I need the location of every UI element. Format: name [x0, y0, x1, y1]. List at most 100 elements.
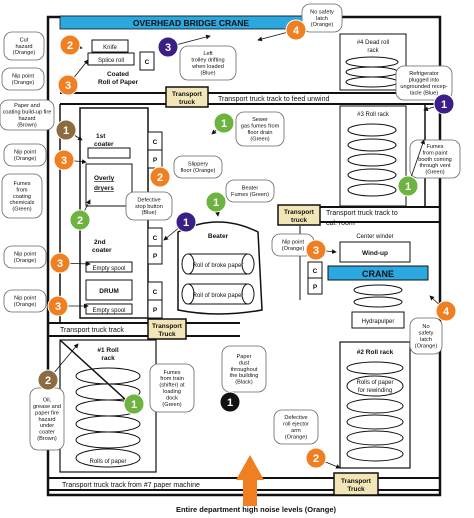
hazard-sewer-text: gas fumes from	[241, 124, 280, 130]
hazard-fumesPaint-text: from paint	[423, 150, 448, 156]
coated-roll-label-2: Roll of Paper	[98, 79, 139, 86]
winder-rolls	[353, 284, 403, 308]
hazard-beaterFumes-text: Beater	[242, 186, 259, 192]
empty-spool-a-box	[85, 261, 133, 273]
hazard-nip1-marker	[57, 74, 79, 96]
dead-roll-rack-label-1: #4 Dead roll	[357, 40, 389, 46]
c-box-top	[139, 51, 155, 71]
hazard-nip1-text: Nip point	[12, 74, 35, 80]
splice-roll-label: Splice roll	[98, 58, 124, 64]
hazard-stopButton-marker	[175, 211, 197, 233]
noise-arrow	[236, 455, 264, 506]
hazard-fireBuildup-text: coating build-up fire	[3, 110, 52, 116]
hazard-nip5-callout	[3, 289, 47, 313]
hazard-safetyRight-text: No	[422, 324, 429, 330]
hazard-fumesCoating-callout	[1, 173, 43, 219]
footer-label: Entire department high noise levels (Ora…	[176, 505, 337, 514]
hazard-beaterFumes-marker	[205, 191, 227, 213]
svg-text:P: P	[153, 157, 158, 164]
rolls-rewind-label-1: Rolls of paper	[356, 380, 393, 386]
rolls-rewind-label-2: for rewinding	[358, 388, 392, 394]
knife-box	[91, 39, 129, 53]
hazard-ejector-marker	[305, 447, 327, 469]
hazard-fumesCoating-text: from	[16, 187, 28, 193]
dead-roll-rack-label-2: rack	[367, 48, 379, 54]
hazard-cut-text: Cut	[20, 37, 29, 43]
hazard-safetyTop-marker	[285, 19, 307, 41]
hazard-nip1-number: 3	[65, 80, 71, 92]
hazard-safetyTop-text: No safety	[310, 9, 334, 15]
knife-label: Knife	[103, 45, 117, 51]
hazard-fumesPaint-text: Fumes	[426, 144, 443, 150]
beater-area	[177, 221, 263, 315]
hazard-paperDust-text: dust	[239, 360, 250, 366]
hazard-safetyRight-text: latch	[420, 337, 432, 343]
hazard-nip2-marker	[53, 149, 75, 171]
hazard-sewer-text: Sewer	[252, 117, 268, 123]
hazard-oilGrease-text: (Brown)	[37, 436, 57, 442]
roll-rack-1-label-1: #1 Roll	[97, 347, 119, 354]
first-coater-label-1: 1st	[96, 133, 106, 140]
svg-text:Transport: Transport	[284, 209, 315, 216]
hazard-cut-number: 2	[67, 40, 73, 52]
hydrapulper-box	[351, 311, 405, 329]
svg-text:P: P	[313, 284, 318, 291]
hazard-ejector-text: roll ejector	[283, 422, 309, 428]
hazard-nip3: Nip point(Orange)3	[3, 245, 91, 274]
hazard-nip2: Nip point(Orange)3	[3, 143, 87, 171]
hazard-fridge-text: ungrounded recep-	[400, 84, 447, 90]
hazard-fumesPaint-marker	[397, 175, 419, 197]
hazard-nip2-text: (Orange)	[14, 156, 37, 162]
first-coater-label-2: coater	[94, 141, 114, 148]
hazard-fumesTrain-text: loading	[163, 389, 181, 395]
hazard-fireBuildup-text: (Brown)	[17, 122, 37, 128]
hazard-ejector-text: arm	[291, 428, 301, 434]
hazard-fumesTrain-text: (shifter) at	[159, 383, 185, 389]
hazard-stopButton-text: (Blue)	[142, 210, 157, 216]
svg-text:truck: truck	[179, 99, 195, 106]
hazard-nip5: Nip point(Orange) 3	[3, 289, 89, 317]
hazard-fumesPaint-callout	[409, 139, 461, 179]
hazard-paperDust-text: the building	[230, 373, 259, 379]
hazard-ejector-text: (Orange)	[285, 434, 308, 440]
coated-roll-label-1: Coated	[107, 71, 129, 78]
empty-spool-b-box	[85, 303, 133, 315]
hazard-nip5-number: 3	[55, 301, 61, 313]
svg-text:Roll of broke paper: Roll of broke paper	[193, 293, 244, 299]
hazard-fridge-text: plugged into	[409, 78, 439, 84]
hazard-fumesPaint-number: 1	[405, 181, 411, 193]
hazard-nip5-text: Nip point	[14, 296, 37, 302]
hazard-beaterFumes-text: Fumes (Green)	[231, 192, 269, 198]
hazard-safetyTop-text: (Orange)	[311, 22, 334, 28]
diagonal-line-left	[59, 339, 127, 401]
hazard-stopButton-callout	[125, 191, 173, 221]
hazard-nip5-text: (Orange)	[14, 302, 37, 308]
hazard-nip3-number: 3	[57, 258, 63, 270]
hazard-fireBuildup-marker	[55, 119, 77, 141]
hazard-oilGrease-text: paper fire	[35, 410, 59, 416]
empty-spool-b-label: Empty spool	[92, 308, 125, 314]
hazard-nip1-text: (Orange)	[12, 80, 35, 86]
hazard-oilGrease-text: hazard	[38, 417, 55, 423]
empty-spool-a-label: Empty spool	[92, 266, 125, 272]
wind-up-box	[339, 241, 411, 263]
hazard-oilGrease-number: 2	[45, 375, 51, 387]
hazard-sewer-callout	[235, 111, 285, 147]
cp-stack-1: C P	[147, 131, 163, 169]
hazard-fumesTrain-text: (Green)	[162, 402, 181, 408]
hazard-safetyRight-text: (Orange)	[415, 343, 438, 349]
center-winder-label: Center winder	[356, 234, 393, 240]
hazard-cut-text: hazard	[15, 44, 32, 50]
hazard-fireBuildup-text: Paper and	[14, 103, 40, 109]
